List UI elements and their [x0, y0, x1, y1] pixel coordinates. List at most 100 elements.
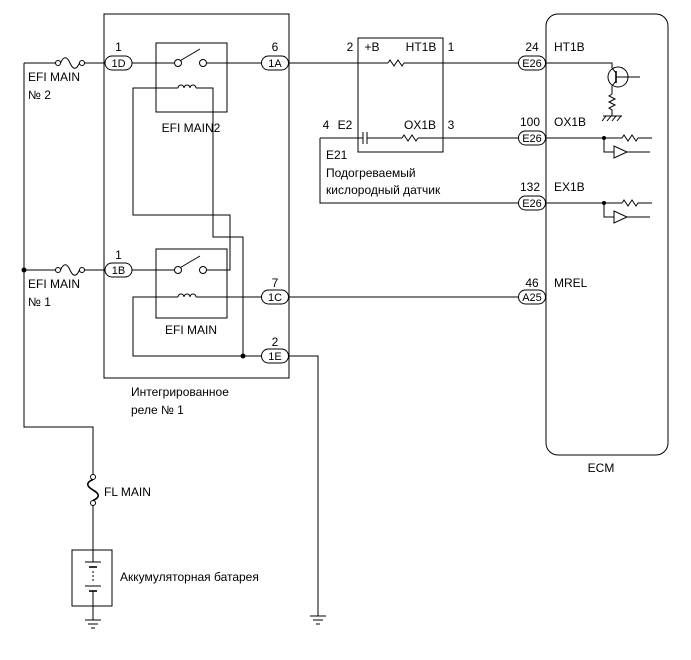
battery-outline — [71, 549, 113, 607]
connector-a25-mrel: A25 — [518, 289, 546, 305]
sensor-pin-number: 3 — [448, 118, 455, 132]
sensor-code: E21 — [326, 148, 348, 162]
battery — [71, 549, 113, 620]
wire-ex1b-to-amplifier — [603, 203, 614, 218]
fuse-efi-main-2-label-line2: № 2 — [28, 88, 51, 102]
sensor-pin-number: 1 — [448, 40, 455, 54]
connector-e26-ox1b: E26 — [518, 130, 546, 146]
junction-dot — [240, 353, 246, 359]
ecm-terminal-name: EX1B — [554, 180, 585, 194]
connector-code: A25 — [522, 292, 542, 304]
fuse-efi-main-2 — [55, 57, 85, 69]
sensor-name-line2: кислородный датчик — [326, 183, 441, 197]
battery-label: Аккумуляторная батарея — [120, 570, 259, 584]
connector-shell — [518, 289, 546, 305]
switch-contact — [174, 266, 182, 274]
connector-code: 1D — [111, 58, 125, 70]
relay-coil — [177, 84, 197, 89]
wire-e2-to-ex1b — [319, 138, 519, 204]
amplifier-icon — [613, 210, 650, 224]
wire-1e-to-ground — [288, 355, 319, 616]
fuse-terminal — [55, 60, 61, 66]
ground-symbol — [85, 619, 101, 629]
chassis-ground-icon — [601, 115, 622, 122]
integrated-relay: EFI MAIN2 EFI MAIN 1D 1 1A 6 — [103, 13, 290, 379]
sensor-pin-number: 4 — [323, 118, 330, 132]
relay-efi-main-label: EFI MAIN — [165, 323, 217, 337]
fuse-efi-main-1-label-line1: EFI MAIN — [28, 277, 80, 291]
fuse-efi-main-2-label-line1: EFI MAIN — [28, 70, 80, 84]
sensor-terminal-name: HT1B — [406, 40, 437, 54]
connector-1a: 1A — [261, 55, 289, 71]
heater-resistor — [387, 59, 405, 67]
ground-battery — [85, 619, 101, 629]
ecm: E26 24 HT1B E26 100 OX1B E26 132 EX1B A2… — [518, 13, 669, 456]
connector-code: 1E — [268, 351, 281, 363]
pin-number: 6 — [272, 40, 279, 54]
ground-relay — [310, 615, 326, 625]
fuse-terminal — [79, 267, 85, 273]
sensor-terminal-name: +B — [364, 40, 379, 54]
ecm-outline — [545, 13, 669, 456]
fuse-fl-main — [86, 474, 100, 550]
pin-number: 1 — [115, 248, 122, 262]
connector-shell — [104, 262, 133, 278]
wire-ox1b-to-amplifier — [603, 138, 614, 153]
amplifier-icon — [613, 145, 650, 159]
fuse-terminal — [55, 267, 61, 273]
connector-code: 1A — [268, 58, 282, 70]
switch-contact — [199, 266, 207, 274]
fuse-element — [60, 57, 80, 69]
connector-code: E26 — [522, 198, 542, 210]
wire-main2-coil-to-ground — [196, 87, 244, 356]
wire-main-bus — [23, 63, 94, 475]
fuse-element — [60, 264, 80, 276]
connector-e26-ht1b: E26 — [518, 55, 546, 71]
fuse-fl-main-label: FL MAIN — [104, 485, 151, 499]
ox1b-resistor — [621, 134, 652, 142]
connector-code: E26 — [522, 58, 542, 70]
fuse-terminal — [90, 500, 96, 506]
connector-shell — [518, 130, 546, 146]
connector-code: 1B — [112, 265, 125, 277]
ecm-pin-number: 100 — [520, 115, 540, 129]
junction-dot — [21, 267, 27, 273]
integrated-relay-label-line2: реле № 1 — [131, 403, 184, 417]
fuse-terminal — [90, 474, 96, 480]
ground-symbol — [310, 615, 326, 625]
ecm-terminal-name: OX1B — [554, 115, 586, 129]
ecm-pin-number: 132 — [520, 180, 540, 194]
relay-efi-main — [132, 248, 228, 319]
relay-efi-main2 — [132, 42, 262, 113]
ecm-label: ECM — [588, 461, 615, 475]
oxygen-sensor-outline — [357, 37, 444, 153]
connector-shell — [104, 55, 133, 71]
connector-1c: 1C — [261, 289, 289, 305]
fuse-efi-main-1-label-line2: № 1 — [28, 295, 51, 309]
connector-shell — [518, 195, 546, 211]
emitter-resistor — [607, 93, 617, 116]
integrated-relay-outline — [103, 13, 290, 379]
connector-e26-ex1b: E26 — [518, 195, 546, 211]
relay-coil — [177, 293, 197, 298]
connector-1d: 1D — [104, 55, 133, 71]
ecm-terminal-name: MREL — [554, 276, 588, 290]
ecm-pin-number: 46 — [525, 276, 539, 290]
relay-efi-main2-outline — [155, 42, 228, 113]
switch-contact — [199, 59, 207, 67]
sensor-name-line1: Подогреваемый — [326, 166, 416, 180]
wire-efi-main-output-to-main2-coil — [132, 87, 231, 271]
integrated-relay-label-line1: Интегрированное — [131, 385, 229, 399]
ex1b-resistor — [621, 199, 652, 207]
switch-contact — [174, 59, 182, 67]
sensor-terminal-name: OX1B — [404, 118, 436, 132]
pin-number: 2 — [272, 335, 279, 349]
fuse-element — [86, 478, 100, 502]
ecm-terminal-name: HT1B — [554, 40, 585, 54]
wire-main-coil-to-ground — [132, 296, 262, 357]
pin-number: 7 — [272, 276, 279, 290]
connector-code: 1C — [268, 292, 282, 304]
transistor-emitter — [611, 80, 617, 94]
connector-1b: 1B — [104, 262, 133, 278]
